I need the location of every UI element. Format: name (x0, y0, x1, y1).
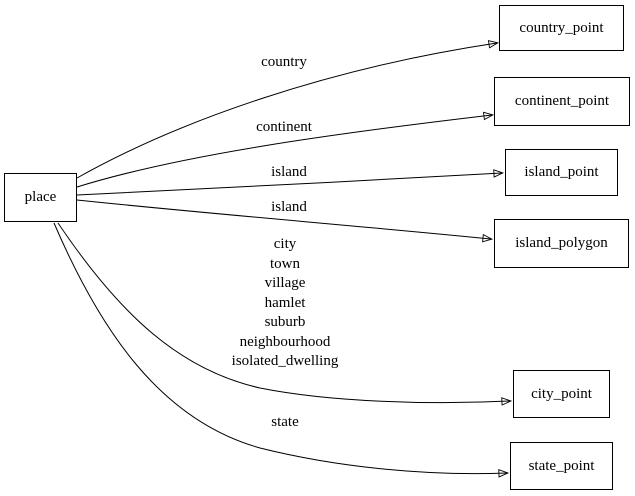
edge-place-continent-point (76, 115, 492, 188)
node-country-point-label: country_point (519, 19, 604, 36)
node-country-point: country_point (499, 5, 624, 51)
node-state-point: state_point (510, 442, 613, 490)
node-island-polygon-label: island_polygon (515, 235, 608, 251)
edge-label-city-group: city town village hamlet suburb neighbou… (231, 236, 339, 369)
node-place-label: place (24, 189, 57, 205)
edge-place-island-point (76, 173, 502, 196)
edge-label-state: state (271, 414, 299, 430)
edge-label-country: country (261, 54, 307, 70)
node-continent-point: continent_point (494, 77, 630, 126)
node-city-point: city_point (513, 370, 610, 418)
edge-label-continent: continent (256, 119, 312, 135)
node-state-point-label: state_point (528, 457, 595, 474)
edge-label-island-point: island (271, 164, 307, 180)
edge-place-city-point (57, 222, 510, 403)
node-island-point-label: island_point (524, 164, 599, 180)
edge-place-state-point (53, 222, 507, 474)
node-island-point: island_point (505, 149, 618, 196)
node-continent-point-label: continent_point (514, 93, 610, 109)
edge-place-country-point (76, 43, 497, 179)
node-island-polygon: island_polygon (494, 219, 629, 268)
edge-place-island-polygon (76, 199, 491, 239)
node-city-point-label: city_point (531, 385, 592, 402)
edge-label-island-polygon: island (271, 199, 307, 215)
node-place: place (4, 173, 77, 222)
